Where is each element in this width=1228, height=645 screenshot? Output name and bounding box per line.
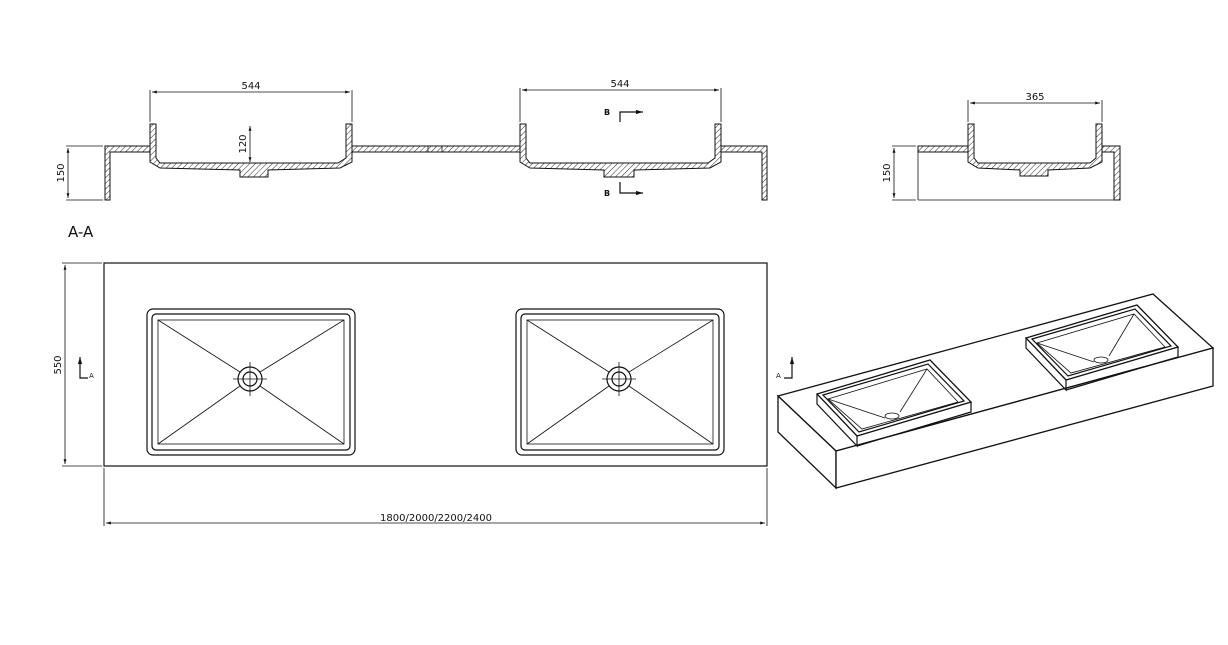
section-view-a: 544 120 544 150 B B A-A: [56, 79, 768, 241]
dim-basin-width-left: 544: [241, 81, 260, 92]
dim-basin-depth: 120: [238, 134, 249, 153]
iso-basin-right: [1024, 304, 1180, 392]
dim-total-length: 1800/2000/2200/2400: [380, 513, 492, 524]
plan-basin-right: [515, 308, 725, 456]
section-view-side: 365 150: [882, 92, 1121, 201]
dim-basin-width-right: 544: [610, 79, 629, 90]
dim-height-left: 150: [56, 163, 67, 182]
plan-view: A A 550 1800/2000/2200/2400: [53, 262, 795, 526]
iso-basin-left: [815, 359, 973, 448]
marker-a-left: A: [89, 372, 94, 380]
marker-a-right: A: [776, 372, 781, 380]
isometric-view: [776, 293, 1215, 490]
plan-basin-left: [146, 308, 356, 456]
section-label-a-a: A-A: [68, 223, 94, 241]
dim-height-right: 150: [882, 163, 893, 182]
dim-side-width: 365: [1025, 92, 1044, 103]
marker-b-bottom: B: [604, 189, 610, 198]
dim-depth-plan: 550: [53, 355, 64, 374]
marker-b-top: B: [604, 108, 610, 117]
